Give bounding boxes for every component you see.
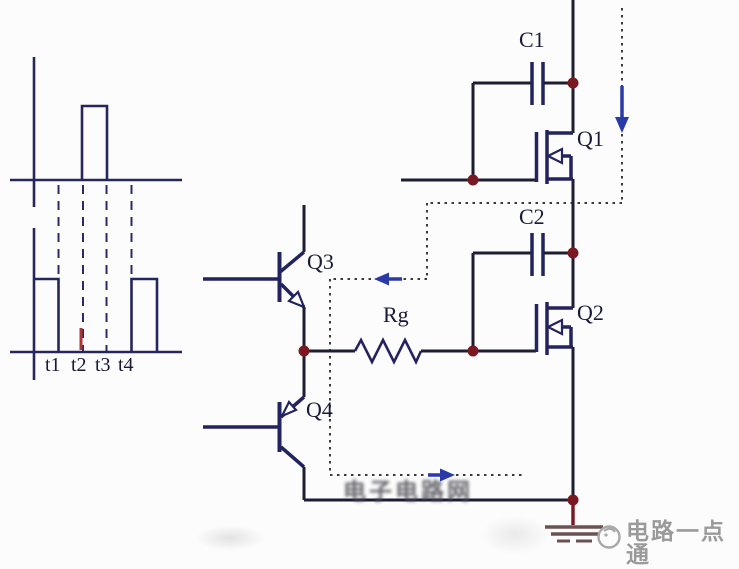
mosfet-q2-label: Q2	[577, 300, 604, 325]
waveform-dashed-timelines	[57, 185, 133, 351]
bjt-q4	[203, 395, 306, 500]
lower-pulse-2	[130, 277, 159, 351]
current-arrow-left-icon	[374, 272, 402, 286]
blurred-watermark-text: 电子电路网	[343, 479, 473, 505]
current-arrow-right-icon	[428, 468, 455, 482]
resistor-rg-label: Rg	[383, 302, 409, 327]
bjt-q4-label: Q4	[306, 397, 333, 422]
node-dot	[567, 247, 579, 259]
time-label-t2: t2	[71, 354, 87, 376]
junction-nodes	[298, 77, 579, 506]
lower-pulse-1	[34, 277, 60, 351]
waveform-upper	[10, 57, 182, 207]
upper-pulse	[80, 104, 109, 180]
q3-emitter-arrow-icon	[287, 290, 306, 309]
waveform-lower	[10, 228, 182, 380]
time-label-t3: t3	[95, 354, 111, 376]
swirl-circle-icon	[595, 522, 624, 551]
q1-body-arrow-icon	[545, 147, 564, 165]
resistor-rg	[305, 337, 473, 366]
time-label-t4: t4	[118, 354, 134, 376]
dotted-current-path	[329, 8, 623, 476]
node-dot	[298, 345, 310, 357]
bjt-q3	[203, 205, 306, 397]
mosfet-q1-label: Q1	[577, 126, 604, 151]
capacitor-c2-label: C2	[519, 204, 545, 229]
node-dot	[467, 345, 479, 357]
q2-body-arrow-icon	[545, 318, 564, 336]
mosfet-q2	[473, 302, 573, 355]
node-dot	[467, 174, 479, 186]
capacitor-c1	[471, 62, 573, 180]
mosfet-q1	[401, 130, 573, 184]
node-dot	[567, 77, 579, 89]
brand-watermark-text: 电路一点通	[626, 519, 726, 568]
current-arrow-down-icon	[615, 86, 629, 133]
capacitor-c1-label: C1	[519, 27, 545, 52]
time-label-t1: t1	[45, 354, 61, 376]
bjt-q3-label: Q3	[307, 249, 334, 274]
q4-emitter-arrow-icon	[279, 400, 298, 419]
node-dot	[567, 494, 579, 506]
capacitor-c2	[471, 233, 573, 351]
